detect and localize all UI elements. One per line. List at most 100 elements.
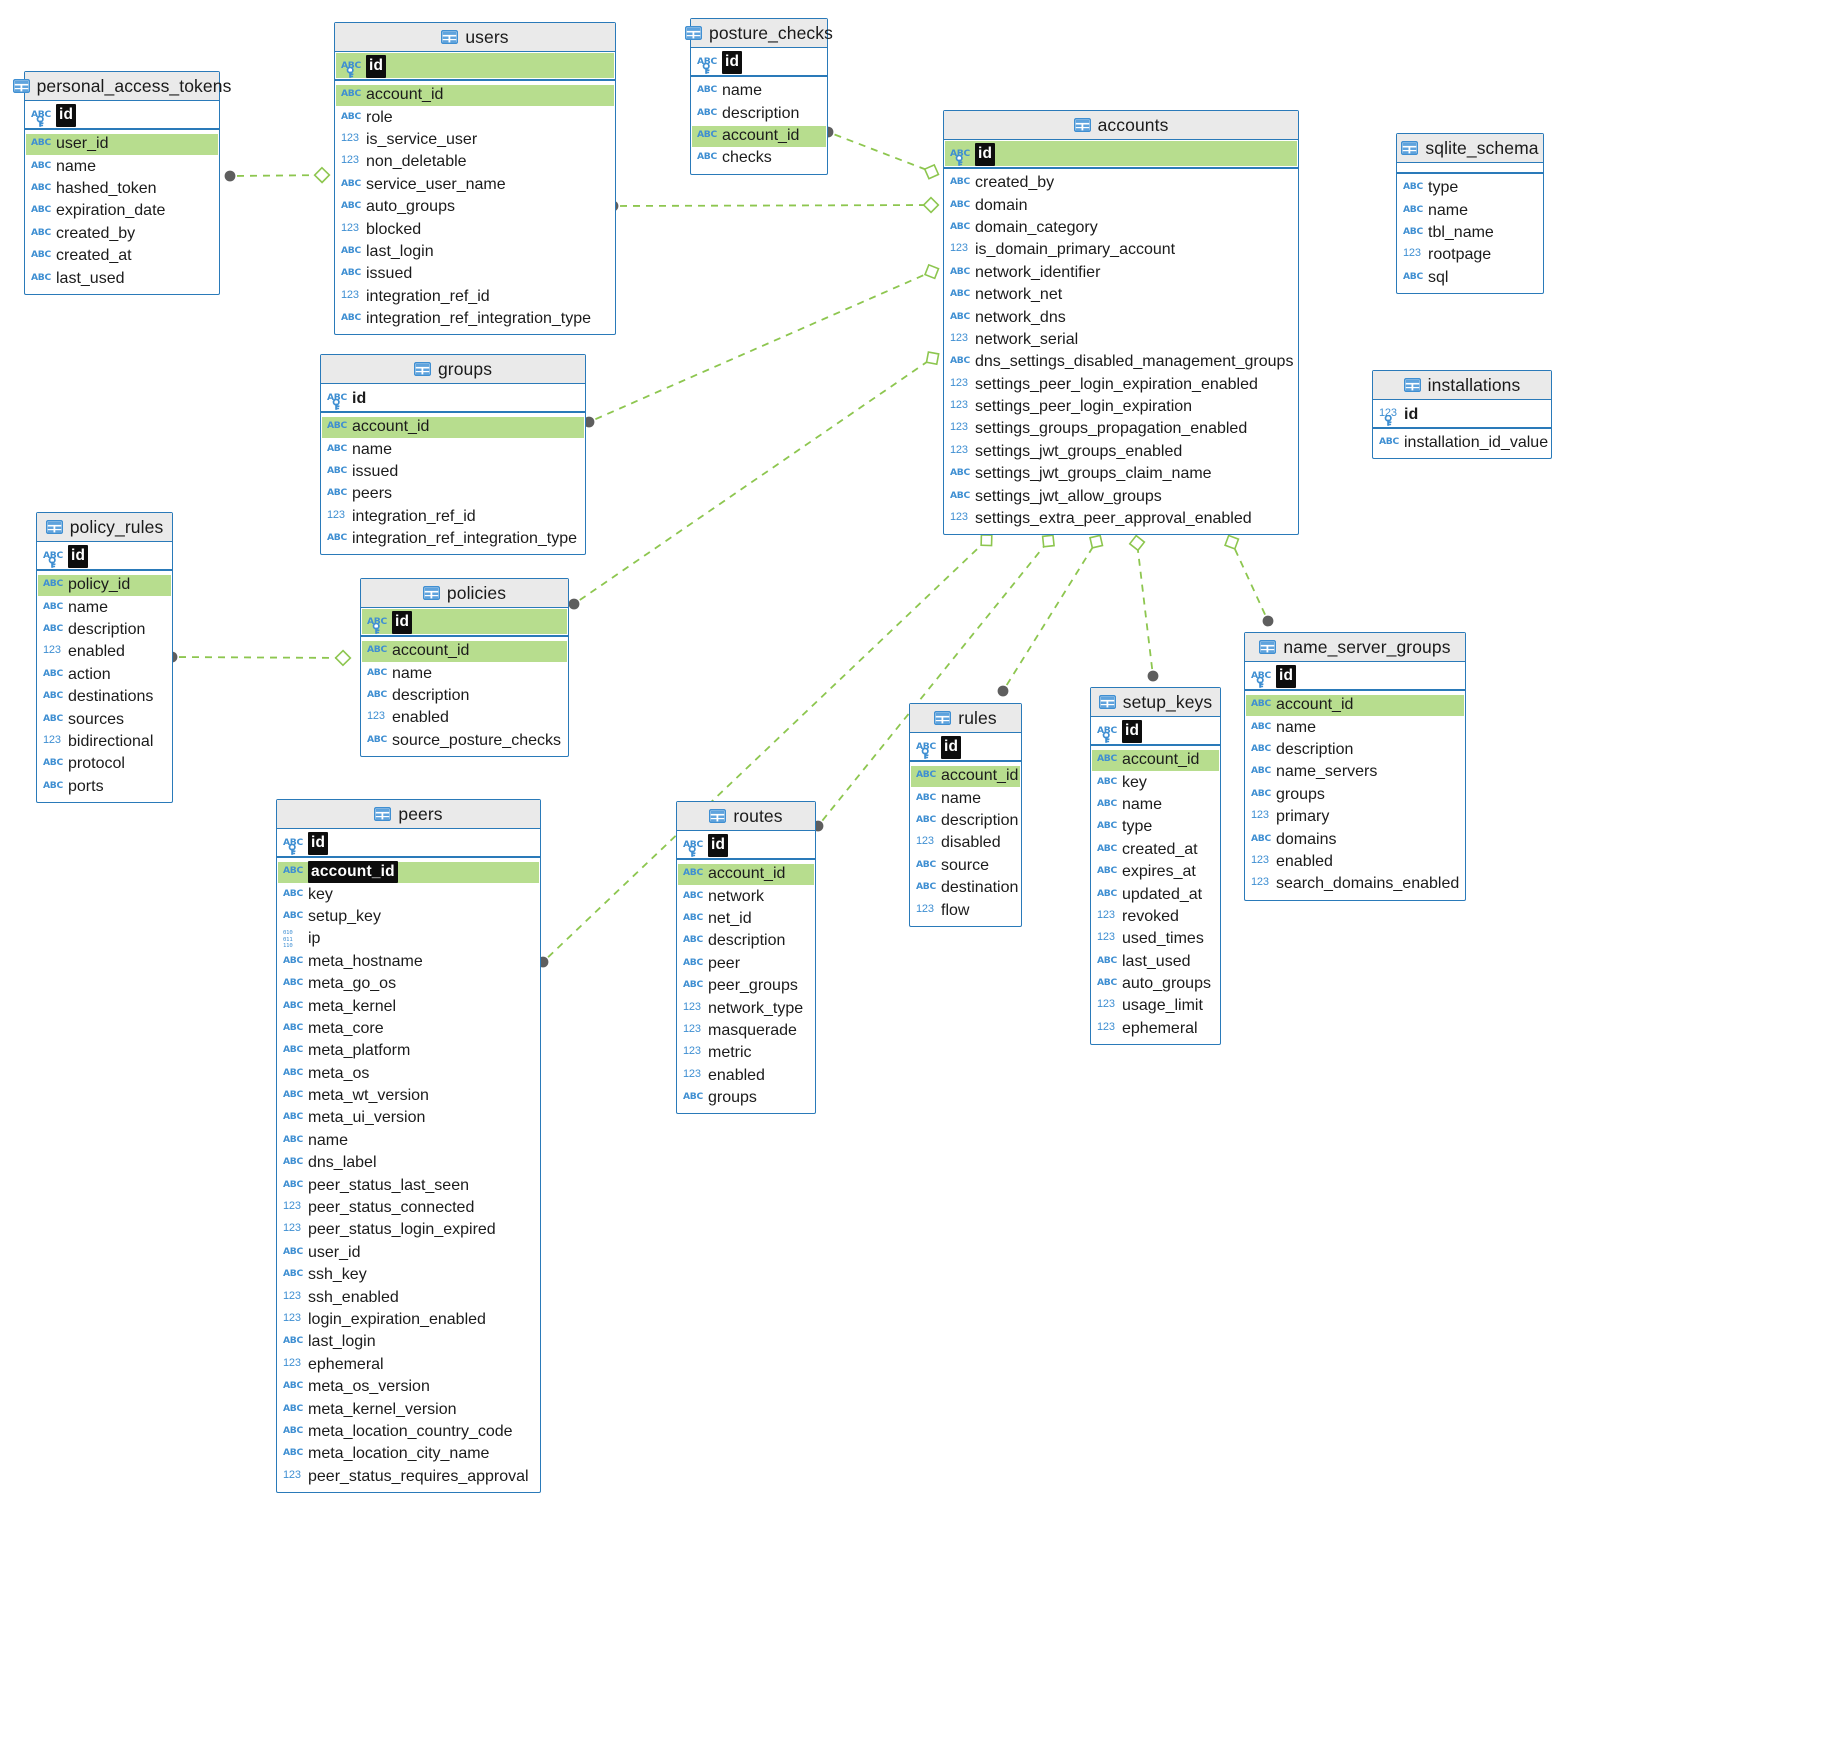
entity-header-sqlite_schema[interactable]: sqlite_schema: [1397, 134, 1543, 163]
entity-header-routes[interactable]: routes: [677, 802, 815, 831]
entity-header-personal_access_tokens[interactable]: personal_access_tokens: [12, 72, 231, 101]
entity-header-installations[interactable]: installations: [1373, 371, 1551, 400]
entity-header-users[interactable]: users: [335, 23, 615, 52]
entity-header-accounts[interactable]: accounts: [944, 111, 1298, 140]
entity-header-peers[interactable]: peers: [277, 800, 540, 829]
